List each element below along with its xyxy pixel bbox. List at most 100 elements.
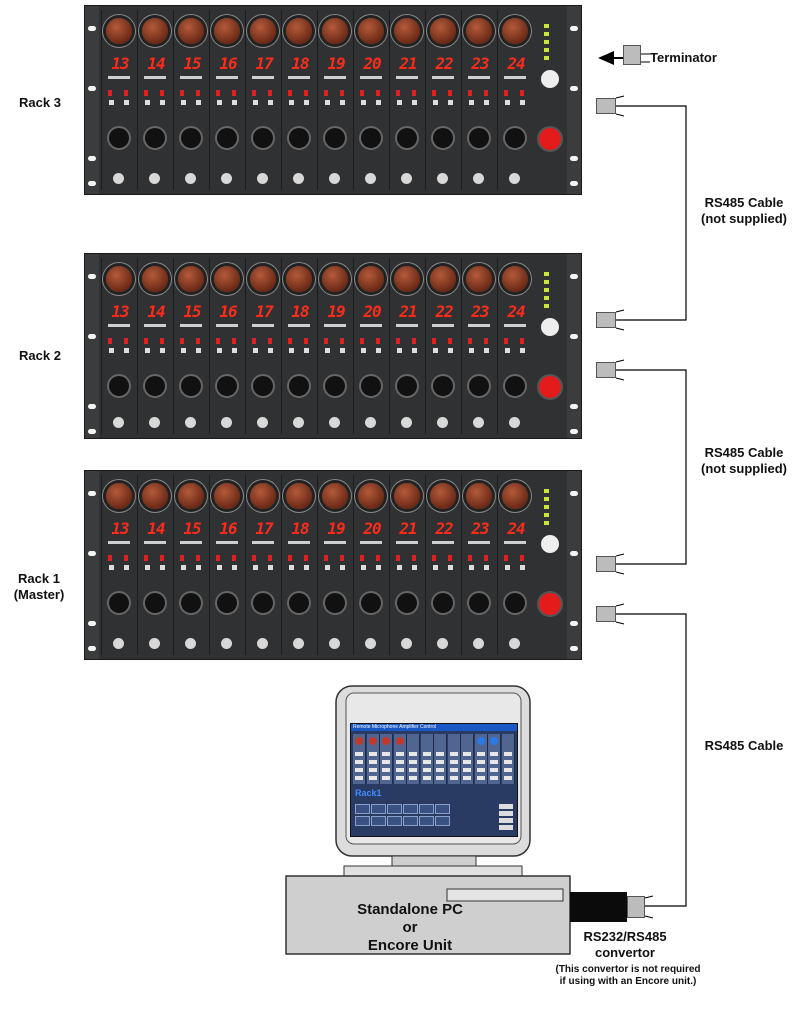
gain-knob[interactable]: [286, 483, 312, 509]
switch[interactable]: [196, 348, 201, 353]
gain-knob[interactable]: [142, 266, 168, 292]
switch[interactable]: [289, 348, 294, 353]
switch[interactable]: [448, 100, 453, 105]
switch[interactable]: [484, 100, 489, 105]
switch[interactable]: [433, 565, 438, 570]
switch[interactable]: [145, 100, 150, 105]
gain-knob[interactable]: [178, 266, 204, 292]
switch[interactable]: [145, 348, 150, 353]
switch[interactable]: [109, 565, 114, 570]
gain-knob[interactable]: [106, 483, 132, 509]
switch[interactable]: [160, 100, 165, 105]
switch[interactable]: [289, 565, 294, 570]
switch[interactable]: [160, 348, 165, 353]
switch[interactable]: [469, 565, 474, 570]
switch[interactable]: [124, 348, 129, 353]
switch[interactable]: [181, 100, 186, 105]
gain-knob[interactable]: [430, 483, 456, 509]
switch[interactable]: [412, 100, 417, 105]
switch[interactable]: [376, 100, 381, 105]
switch[interactable]: [340, 100, 345, 105]
switch[interactable]: [196, 100, 201, 105]
switch[interactable]: [397, 348, 402, 353]
gain-knob[interactable]: [358, 266, 384, 292]
gain-knob[interactable]: [142, 18, 168, 44]
gain-knob[interactable]: [466, 483, 492, 509]
red-button[interactable]: [539, 376, 561, 398]
switch[interactable]: [505, 348, 510, 353]
switch[interactable]: [376, 348, 381, 353]
switch[interactable]: [340, 565, 345, 570]
switch[interactable]: [232, 348, 237, 353]
gain-knob[interactable]: [250, 266, 276, 292]
gain-knob[interactable]: [358, 18, 384, 44]
gain-knob[interactable]: [322, 18, 348, 44]
gain-knob[interactable]: [214, 483, 240, 509]
switch[interactable]: [304, 100, 309, 105]
gain-knob[interactable]: [358, 483, 384, 509]
switch[interactable]: [397, 100, 402, 105]
gain-knob[interactable]: [178, 483, 204, 509]
switch[interactable]: [289, 100, 294, 105]
switch[interactable]: [217, 100, 222, 105]
gain-knob[interactable]: [142, 483, 168, 509]
switch[interactable]: [448, 348, 453, 353]
switch[interactable]: [520, 348, 525, 353]
switch[interactable]: [109, 348, 114, 353]
switch[interactable]: [376, 565, 381, 570]
gain-knob[interactable]: [430, 266, 456, 292]
switch[interactable]: [253, 348, 258, 353]
switch[interactable]: [505, 100, 510, 105]
switch[interactable]: [520, 100, 525, 105]
gain-knob[interactable]: [466, 266, 492, 292]
switch[interactable]: [217, 348, 222, 353]
switch[interactable]: [340, 348, 345, 353]
gain-knob[interactable]: [250, 483, 276, 509]
gain-knob[interactable]: [502, 483, 528, 509]
switch[interactable]: [361, 565, 366, 570]
switch[interactable]: [433, 100, 438, 105]
switch[interactable]: [268, 565, 273, 570]
gain-knob[interactable]: [502, 266, 528, 292]
gain-knob[interactable]: [394, 483, 420, 509]
switch[interactable]: [325, 100, 330, 105]
switch[interactable]: [469, 348, 474, 353]
switch[interactable]: [253, 100, 258, 105]
switch[interactable]: [109, 100, 114, 105]
gain-knob[interactable]: [466, 18, 492, 44]
switch[interactable]: [361, 348, 366, 353]
switch[interactable]: [253, 565, 258, 570]
switch[interactable]: [304, 565, 309, 570]
gain-knob[interactable]: [322, 483, 348, 509]
switch[interactable]: [520, 565, 525, 570]
switch[interactable]: [397, 565, 402, 570]
gain-knob[interactable]: [286, 18, 312, 44]
switch[interactable]: [469, 100, 474, 105]
switch[interactable]: [217, 565, 222, 570]
gain-knob[interactable]: [214, 18, 240, 44]
gain-knob[interactable]: [106, 266, 132, 292]
switch[interactable]: [484, 565, 489, 570]
gain-knob[interactable]: [502, 18, 528, 44]
switch[interactable]: [304, 348, 309, 353]
gain-knob[interactable]: [286, 266, 312, 292]
switch[interactable]: [268, 100, 273, 105]
switch[interactable]: [448, 565, 453, 570]
gain-knob[interactable]: [322, 266, 348, 292]
switch[interactable]: [412, 348, 417, 353]
red-button[interactable]: [539, 593, 561, 615]
gain-knob[interactable]: [394, 18, 420, 44]
gain-knob[interactable]: [178, 18, 204, 44]
switch[interactable]: [181, 565, 186, 570]
switch[interactable]: [325, 348, 330, 353]
switch[interactable]: [433, 348, 438, 353]
switch[interactable]: [145, 565, 150, 570]
switch[interactable]: [196, 565, 201, 570]
switch[interactable]: [361, 100, 366, 105]
gain-knob[interactable]: [106, 18, 132, 44]
gain-knob[interactable]: [430, 18, 456, 44]
switch[interactable]: [124, 100, 129, 105]
gain-knob[interactable]: [214, 266, 240, 292]
switch[interactable]: [325, 565, 330, 570]
switch[interactable]: [232, 565, 237, 570]
